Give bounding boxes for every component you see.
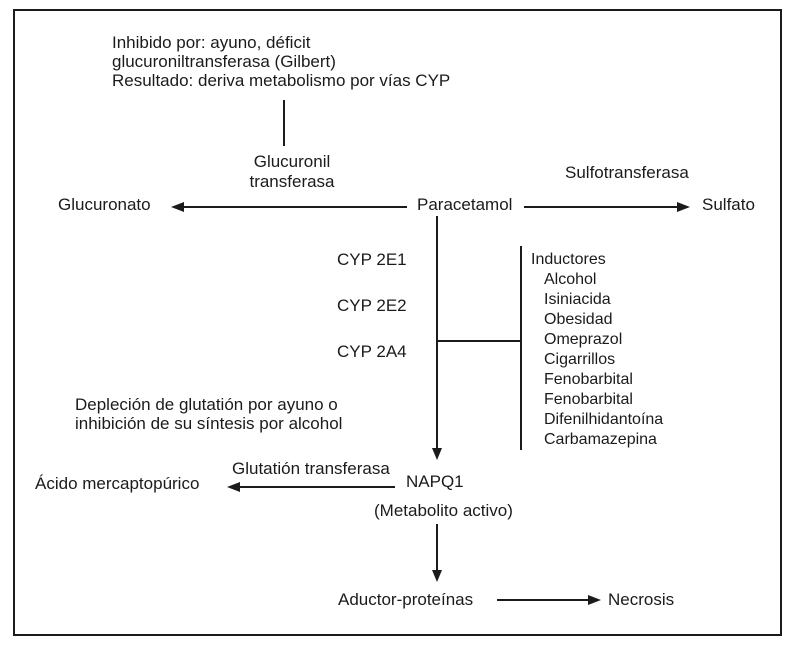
- sulfato-node: Sulfato: [702, 195, 755, 214]
- metabolito-activo-label: (Metabolito activo): [374, 501, 513, 520]
- necrosis-arrow-line: [497, 599, 589, 601]
- aductor-proteinas-node: Aductor-proteínas: [338, 590, 474, 609]
- inducers-bracket-line: [520, 246, 522, 450]
- arrowhead-left-icon: [227, 482, 240, 492]
- glucuronato-node: Glucuronato: [58, 195, 151, 214]
- list-item: Carbamazepina: [544, 431, 657, 448]
- list-item: Cigarrillos: [544, 351, 616, 368]
- cyp-2e2-label: CYP 2E2: [337, 296, 407, 315]
- arrowhead-down-icon: [432, 570, 442, 582]
- list-item: Obesidad: [544, 311, 613, 328]
- list-item: Alcohol: [544, 271, 597, 288]
- sulfotransferasa-label: Sulfotransferasa: [565, 163, 689, 182]
- cyp-2e1-label: CYP 2E1: [337, 250, 407, 269]
- cyp-2a4-label: CYP 2A4: [337, 342, 407, 361]
- sulfation-arrow-line: [524, 206, 677, 208]
- note-connector-line: [283, 100, 285, 146]
- list-item: Isiniacida: [544, 291, 611, 308]
- list-item: Fenobarbital: [544, 391, 633, 408]
- mercaptopurico-arrow-line: [239, 486, 395, 488]
- list-item: Omeprazol: [544, 331, 623, 348]
- acido-mercaptopurico-node: Ácido mercaptopúrico: [35, 474, 200, 493]
- inducers-connector-line: [436, 340, 522, 342]
- glucuronil-transferasa-label: Glucuronil transferasa: [249, 152, 335, 191]
- necrosis-node: Necrosis: [608, 590, 675, 609]
- list-item: Difenilhidantoína: [544, 411, 664, 428]
- list-item: Fenobarbital: [544, 371, 633, 388]
- paracetamol-to-napq1-line: [436, 216, 438, 448]
- paracetamol-node: Paracetamol: [417, 195, 513, 214]
- arrowhead-down-icon: [432, 448, 442, 460]
- napq1-node: NAPQ1: [406, 472, 464, 491]
- inducers-title: Inductores: [531, 251, 606, 268]
- napq1-to-aductor-line: [436, 524, 438, 570]
- arrowhead-right-icon: [677, 202, 690, 212]
- glutathione-depletion-note: Depleción de glutatión por ayuno o inhib…: [75, 395, 343, 433]
- inhibition-note: Inhibido por: ayuno, déficit glucuronilt…: [112, 33, 451, 90]
- figure-border: [13, 9, 782, 636]
- glutation-transferasa-label: Glutatión transferasa: [232, 459, 390, 478]
- arrowhead-right-icon: [588, 595, 601, 605]
- arrowhead-left-icon: [171, 202, 184, 212]
- glucuronidation-arrow-line: [183, 206, 407, 208]
